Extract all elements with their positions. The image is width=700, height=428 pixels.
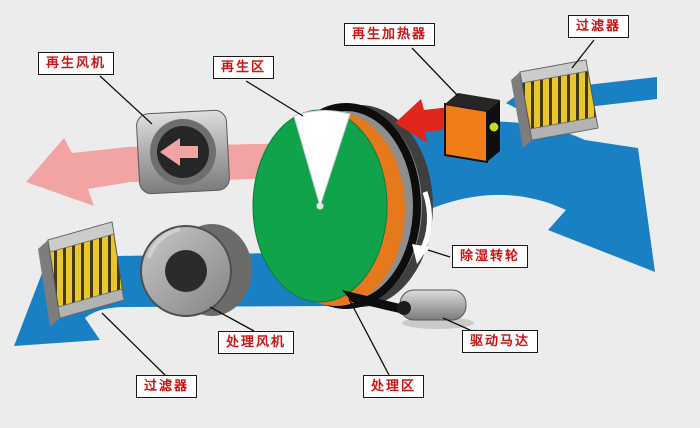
hot-air-arrow (395, 99, 450, 143)
filter-top-side (511, 72, 532, 148)
filter-bottom-top-cap (47, 221, 115, 253)
heater-top-face (445, 93, 500, 111)
leader-filter-top (571, 39, 595, 69)
process-fan-opening (165, 250, 207, 292)
process-fan-graphic (140, 224, 252, 317)
regen-fan-graphic (136, 109, 230, 195)
label-process-fan: 处理风机 (218, 331, 295, 354)
heater-front-face (444, 102, 488, 164)
label-filter-top: 过滤器 (568, 15, 630, 38)
rotation-arrow-head (412, 244, 429, 264)
drive-motor-graphic (342, 289, 474, 329)
filter-top-graphic (511, 59, 599, 148)
leader-regen-zone (245, 80, 304, 117)
label-process-zone: 处理区 (363, 375, 425, 398)
filter-bottom-graphic (38, 221, 125, 327)
filter-top-top-cap (519, 59, 589, 84)
wheel-hub (316, 202, 324, 210)
label-regen-heater: 再生加热器 (344, 23, 436, 46)
label-desiccant-wheel: 除湿转轮 (452, 245, 529, 268)
leader-desiccant-wheel (427, 249, 451, 258)
heater-indicator-light (488, 121, 500, 133)
leader-drive-motor (442, 317, 471, 331)
leader-filter-bottom (101, 312, 166, 376)
label-regen-fan: 再生风机 (38, 52, 115, 75)
filter-bottom-bottom-cap (57, 288, 125, 319)
leader-regen-fan (99, 75, 153, 125)
regen-sector-wedge (293, 110, 351, 208)
label-drive-motor: 驱动马达 (462, 330, 539, 353)
leader-regen-heater (411, 47, 459, 97)
label-regen-zone: 再生区 (213, 56, 275, 79)
label-filter-bottom: 过滤器 (136, 375, 198, 398)
desiccant-wheel-graphic (252, 103, 433, 309)
regen-fan-flow-arrow-icon (160, 138, 198, 166)
filter-top-bottom-cap (529, 116, 599, 141)
motor-pulley (397, 301, 411, 315)
filter-bottom-side (38, 240, 60, 327)
drive-belt-run (342, 290, 404, 314)
leader-process-zone (348, 298, 390, 376)
process-fan-highlight (147, 227, 181, 259)
leader-lines (99, 39, 595, 376)
regen-heater-graphic (444, 93, 500, 164)
leader-process-fan (209, 306, 255, 332)
